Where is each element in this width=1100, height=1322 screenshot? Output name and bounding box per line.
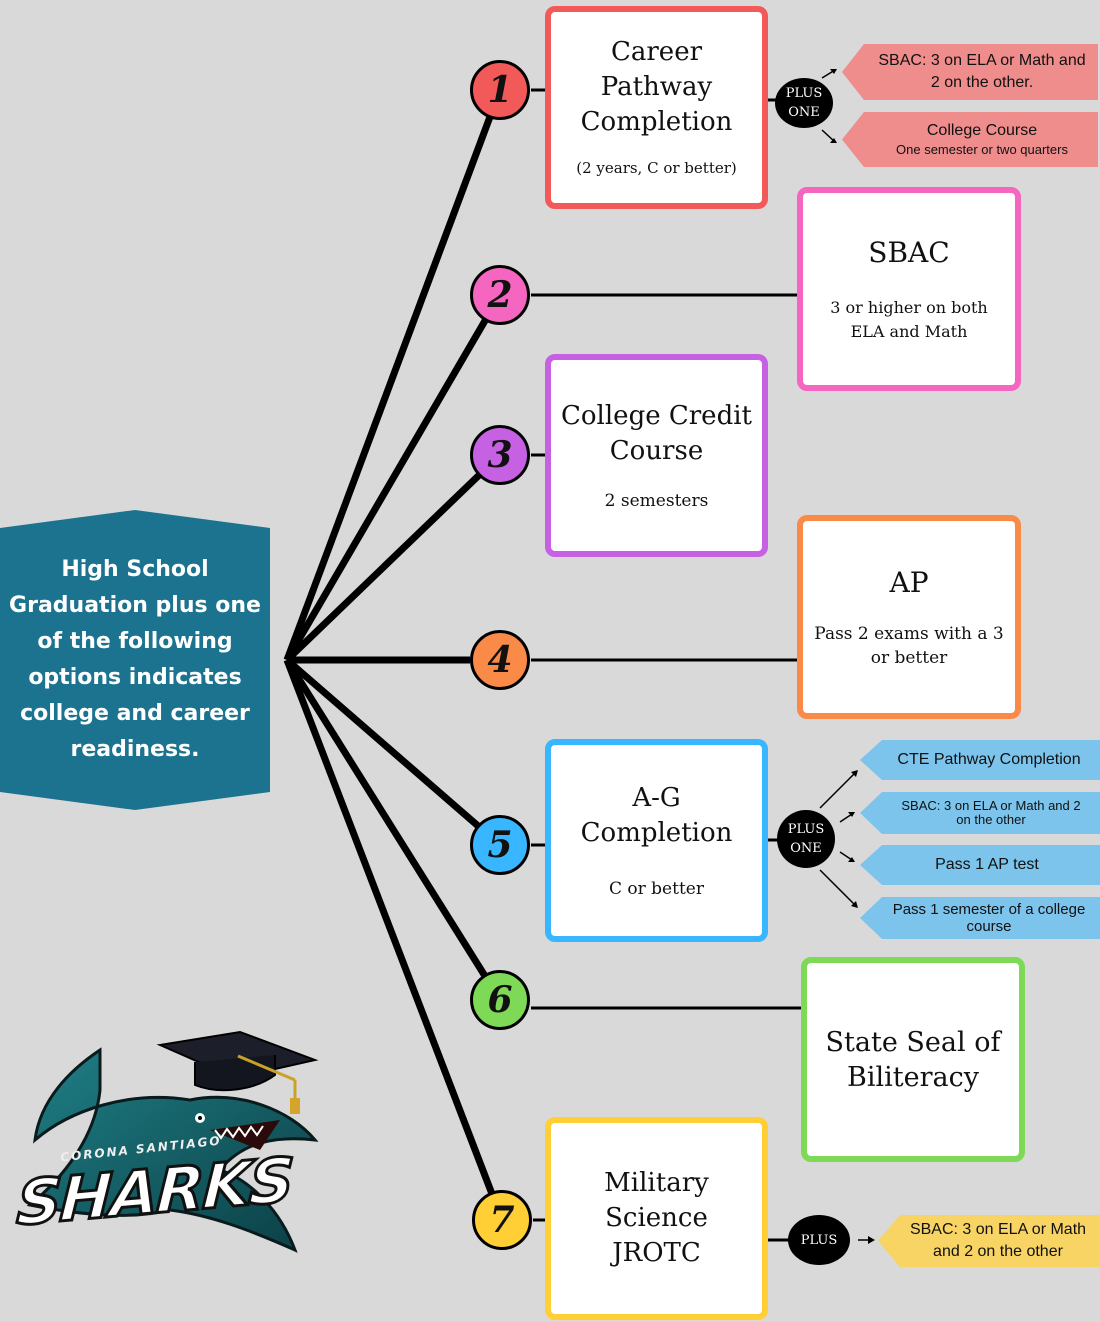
corona-santiago-sharks-logo xyxy=(26,1030,319,1253)
option-5-card: A-G Completion C or better xyxy=(545,739,768,942)
option-7-tag-sbac-text: SBAC: 3 on ELA or Math and 2 on the othe… xyxy=(909,1221,1087,1260)
option-1-title: Career Pathway Completion xyxy=(580,37,733,137)
option-4-number: 4 xyxy=(470,630,530,690)
option-5-tag-sbac: SBAC: 3 on ELA or Math and 2 on the othe… xyxy=(860,792,1100,834)
option-2-subtitle: 3 or higher on both ELA and Math xyxy=(830,297,988,341)
option-5-subtitle: C or better xyxy=(609,878,704,899)
option-1-tag-college-course: College Course One semester or two quart… xyxy=(842,112,1098,167)
option-7-card: Military Science JROTC xyxy=(545,1117,768,1320)
option-5-tag-ap-text: Pass 1 AP test xyxy=(935,856,1039,873)
option-1-tag-college-course-detail: One semester or two quarters xyxy=(896,141,1068,157)
option-5-tag-cte-text: CTE Pathway Completion xyxy=(897,751,1081,768)
option-6-card: State Seal of Biliteracy xyxy=(801,957,1025,1162)
option-6-number: 6 xyxy=(470,970,530,1030)
option-1-tag-sbac-text: SBAC: 3 on ELA or Math and 2 on the othe… xyxy=(878,52,1086,91)
option-3-number: 3 xyxy=(470,425,530,485)
option-1-number: 1 xyxy=(470,60,530,120)
hub-graduation-statement: High School Graduation plus one of the f… xyxy=(0,510,270,810)
option-3-subtitle: 2 semesters xyxy=(604,490,709,511)
hub-text: High School Graduation plus one of the f… xyxy=(9,557,261,762)
option-7-number: 7 xyxy=(472,1190,532,1250)
option-5-title: A-G Completion xyxy=(580,782,733,848)
option-5-tag-cte: CTE Pathway Completion xyxy=(860,740,1100,780)
option-4-title: AP xyxy=(889,565,929,599)
option-1-plus-one-badge: PLUS ONE xyxy=(775,78,833,128)
option-1-tag-college-course-title: College Course xyxy=(926,121,1038,139)
option-3-title: College Credit Course xyxy=(561,400,752,466)
option-5-plus-one-badge: PLUS ONE xyxy=(777,810,835,868)
option-1-card: Career Pathway Completion (2 years, C or… xyxy=(545,6,768,209)
option-2-title: SBAC xyxy=(868,235,950,269)
option-1-tag-sbac: SBAC: 3 on ELA or Math and 2 on the othe… xyxy=(842,44,1098,100)
option-7-tag-sbac: SBAC: 3 on ELA or Math and 2 on the othe… xyxy=(878,1215,1100,1267)
option-1-subtitle: (2 years, C or better) xyxy=(576,159,737,177)
option-5-number: 5 xyxy=(470,815,530,875)
option-6-title: State Seal of Biliteracy xyxy=(825,1026,1001,1093)
option-4-card: AP Pass 2 exams with a 3 or better xyxy=(797,515,1021,719)
option-2-card: SBAC 3 or higher on both ELA and Math xyxy=(797,187,1021,391)
option-5-tag-college-text: Pass 1 semester of a college course xyxy=(892,901,1086,935)
option-2-number: 2 xyxy=(470,265,530,325)
option-5-tag-ap: Pass 1 AP test xyxy=(860,845,1100,885)
option-4-subtitle: Pass 2 exams with a 3 or better xyxy=(814,623,1004,668)
option-7-plus-badge: PLUS xyxy=(788,1215,850,1265)
option-7-title: Military Science JROTC xyxy=(604,1168,709,1268)
option-3-card: College Credit Course 2 semesters xyxy=(545,354,768,557)
option-5-tag-college: Pass 1 semester of a college course xyxy=(860,897,1100,939)
option-5-tag-sbac-text: SBAC: 3 on ELA or Math and 2 on the othe… xyxy=(901,798,1081,827)
